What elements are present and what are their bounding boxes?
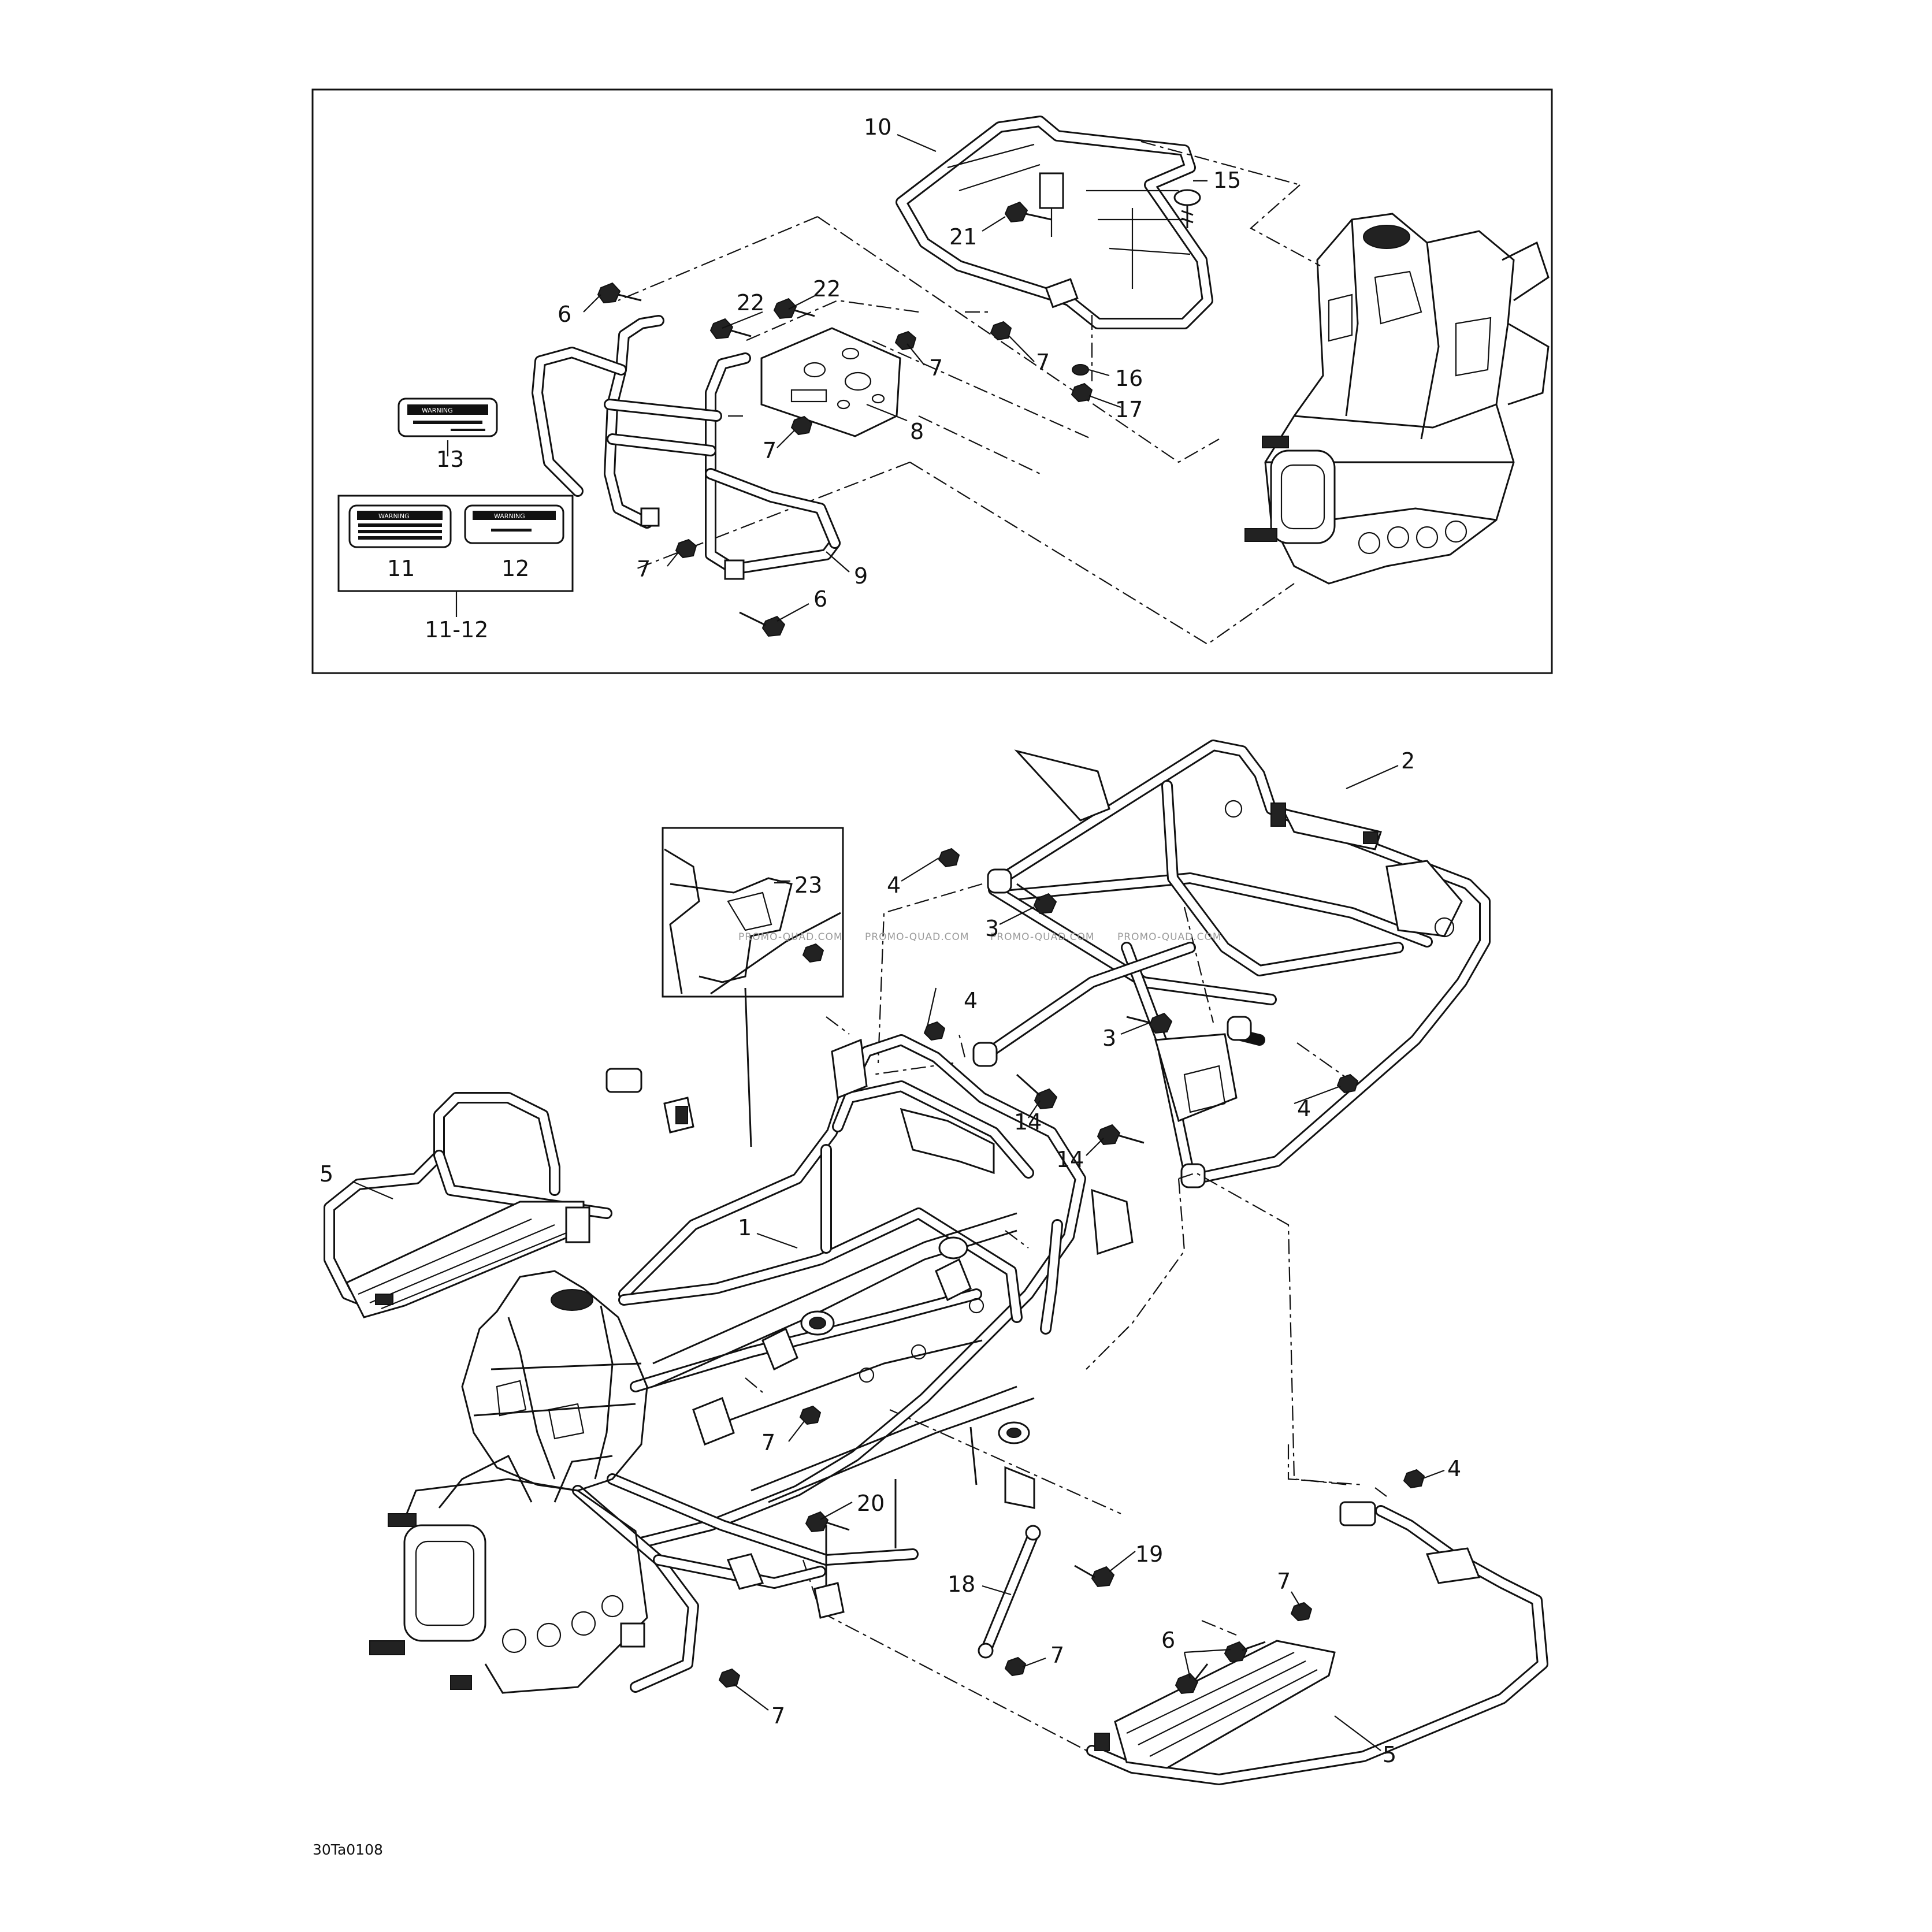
callout-15: 15 xyxy=(1213,168,1241,193)
callout-10: 10 xyxy=(864,114,891,140)
callout-7-bottom: 7 xyxy=(771,1703,785,1729)
callout-4-lower: 4 xyxy=(1447,1456,1461,1481)
warning-label-11-text: WARNING xyxy=(378,512,410,520)
warning-label-13: WARNING xyxy=(397,397,498,437)
nut-7-d xyxy=(675,538,697,559)
callout-4-upper: 4 xyxy=(887,872,901,898)
main-frame xyxy=(369,1034,1134,1694)
rear-subframe xyxy=(972,740,1491,1188)
callout-7-frame: 7 xyxy=(761,1430,775,1455)
callout-numbers: 10 15 21 6 22 22 7 7 16 17 8 7 9 7 6 13 … xyxy=(313,114,1461,1858)
right-footrest xyxy=(1086,1501,1548,1785)
drawing-code: 30Ta0108 xyxy=(313,1841,383,1858)
callout-3-lower: 3 xyxy=(1102,1026,1116,1051)
callout-22-left: 22 xyxy=(737,290,764,315)
callout-2: 2 xyxy=(1401,748,1415,774)
bolt-22-right xyxy=(773,298,815,319)
callout-12: 12 xyxy=(501,556,529,581)
callout-13: 13 xyxy=(436,447,464,472)
callout-11-12: 11-12 xyxy=(425,617,488,642)
callout-21: 21 xyxy=(949,224,977,250)
warning-label-13-text: WARNING xyxy=(422,407,453,414)
callout-7-rack: 7 xyxy=(1036,350,1050,375)
rod-18 xyxy=(978,1525,1041,1659)
callout-18: 18 xyxy=(948,1571,975,1597)
nut-7-a xyxy=(894,330,917,351)
watermark-3: PROMO-QUAD.COM xyxy=(990,931,1095,943)
callout-7-plate: 7 xyxy=(929,355,943,381)
callout-20: 20 xyxy=(857,1491,885,1516)
callout-7-left: 7 xyxy=(637,556,651,582)
nut-7-c xyxy=(990,321,1012,341)
watermark-row: PROMO-QUAD.COM PROMO-QUAD.COM PROMO-QUAD… xyxy=(738,931,1222,943)
callout-11: 11 xyxy=(387,556,415,581)
callout-4-mid: 4 xyxy=(964,988,978,1013)
callout-7-right: 7 xyxy=(1277,1569,1291,1594)
watermark-4: PROMO-QUAD.COM xyxy=(1117,931,1222,943)
watermark-1: PROMO-QUAD.COM xyxy=(738,931,843,943)
warning-label-12-text: WARNING xyxy=(494,512,525,520)
fasteners xyxy=(718,848,1425,1695)
callout-8: 8 xyxy=(910,419,924,444)
callout-7-rod: 7 xyxy=(1050,1643,1064,1668)
callout-4-right: 4 xyxy=(1297,1096,1311,1121)
callout-16: 16 xyxy=(1115,366,1143,391)
callout-5-right: 5 xyxy=(1383,1742,1396,1767)
callout-17: 17 xyxy=(1115,397,1143,422)
warning-label-12: WARNING xyxy=(464,504,564,544)
watermark-2: PROMO-QUAD.COM xyxy=(865,931,969,943)
callout-3-upper: 3 xyxy=(985,916,999,941)
nut-7-b xyxy=(790,415,813,436)
callout-6-top: 6 xyxy=(558,302,571,327)
callout-6-bottom: 6 xyxy=(813,586,827,612)
frame-preview xyxy=(1244,213,1550,585)
nut-17 xyxy=(1071,382,1093,403)
callout-14-upper: 14 xyxy=(1014,1109,1042,1135)
bolt-22-left xyxy=(709,318,752,340)
bolt-21 xyxy=(1004,201,1052,223)
warning-label-11: WARNING xyxy=(348,504,452,548)
callout-1: 1 xyxy=(738,1215,752,1240)
callout-7-mid: 7 xyxy=(763,438,776,463)
bolt-15 xyxy=(1173,189,1201,228)
washer-16 xyxy=(1072,364,1089,376)
callout-leaders xyxy=(352,133,1445,1751)
rear-rack xyxy=(896,116,1213,329)
bolt-6-top xyxy=(597,282,642,304)
callout-19: 19 xyxy=(1135,1541,1163,1567)
callout-6-right: 6 xyxy=(1161,1628,1175,1653)
front-bumper xyxy=(532,315,841,580)
callout-14-lower: 14 xyxy=(1056,1147,1084,1172)
callout-9: 9 xyxy=(854,563,868,589)
bolt-6-bottom xyxy=(739,611,786,637)
accessory-panel: WARNING WARNING WARNING xyxy=(311,88,1553,674)
left-footrest xyxy=(324,1068,694,1318)
callout-22-right: 22 xyxy=(813,276,841,302)
callout-5-left: 5 xyxy=(319,1161,333,1187)
callout-23: 23 xyxy=(794,872,822,898)
inset-detail-23 xyxy=(662,827,844,1147)
